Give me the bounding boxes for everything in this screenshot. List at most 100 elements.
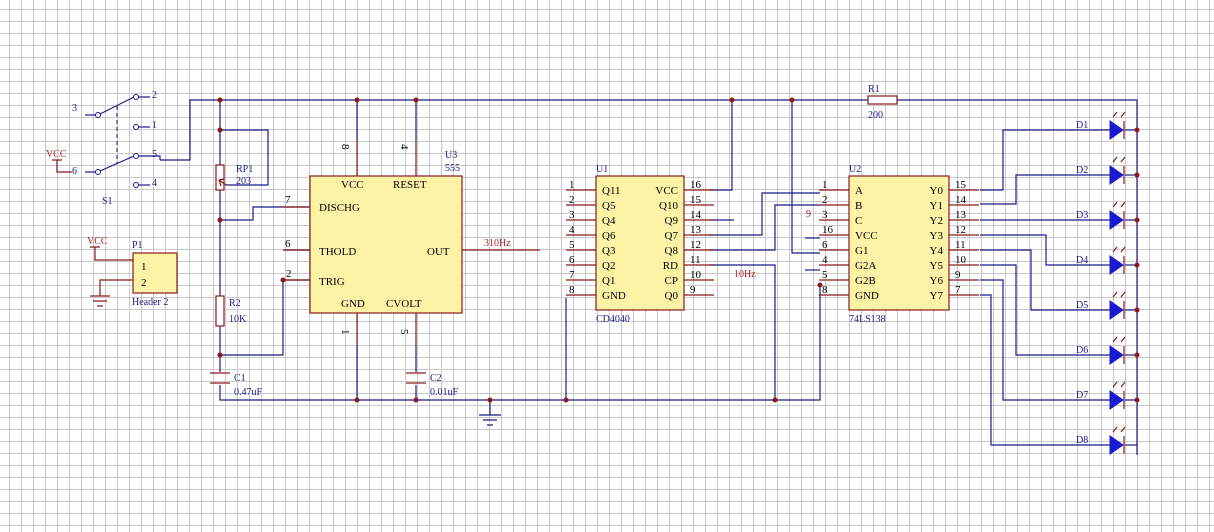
p1-pin-2: 2 xyxy=(141,277,147,289)
u1-pin-q9: Q9 xyxy=(665,215,679,227)
u2-left-pinno-1: 1 xyxy=(822,179,828,191)
u1-left-pinno-7: 7 xyxy=(569,269,575,281)
vcc-symbol-switch: VCC xyxy=(46,149,72,173)
u1-left-pinno-6: 6 xyxy=(569,254,575,266)
r1-ref: R1 xyxy=(868,84,880,95)
u2-pin-y1: Y1 xyxy=(930,200,943,212)
led-d2-body xyxy=(1109,165,1124,185)
led-d3-body xyxy=(1109,210,1124,230)
capacitor-c2: C2 0.01uF xyxy=(406,372,459,398)
u2-pin-c: C xyxy=(855,215,862,227)
u1-pin-q7: Q7 xyxy=(665,230,679,242)
u3-pin-gnd: GND xyxy=(341,298,365,310)
u2-value: 74LS138 xyxy=(849,314,886,325)
u2-pin-y0: Y0 xyxy=(930,185,944,197)
u1-pin-q3: Q3 xyxy=(602,245,616,257)
u1-pin-q4: Q4 xyxy=(602,215,616,227)
u2-left-pinno-16: 16 xyxy=(822,224,834,236)
junctions xyxy=(217,97,1140,403)
c2-value: 0.01uF xyxy=(430,387,459,398)
led-d7-ref: D7 xyxy=(1076,390,1088,401)
u2-right-pinno-12: 12 xyxy=(955,224,966,236)
u2-pin-a: A xyxy=(855,185,863,197)
u3-ref: U3 xyxy=(445,150,457,161)
u1-pin-cp: CP xyxy=(665,275,678,287)
net-label-10hz: 10Hz xyxy=(734,269,756,280)
u3-pinno-vcc: 8 xyxy=(339,144,351,150)
u3-pin-out: OUT xyxy=(427,246,450,258)
r2-ref: R2 xyxy=(229,298,241,309)
u1-pin-q6: Q6 xyxy=(602,230,616,242)
chip-u3-555: VCC RESET DISCHG THOLD TRIG OUT GND CVOL… xyxy=(283,140,540,345)
u3-pin-reset: RESET xyxy=(393,179,427,191)
u3-pin-trig: TRIG xyxy=(319,276,345,288)
u1-left-pinno-3: 3 xyxy=(569,209,575,221)
u3-pin-cvolt: CVOLT xyxy=(386,298,422,310)
u2-right-pinno-9: 9 xyxy=(955,269,961,281)
led-d4-ref: D4 xyxy=(1076,255,1088,266)
u1-value: CD4040 xyxy=(596,314,630,325)
vcc-label-2: VCC xyxy=(87,236,108,247)
u1-right-pinno-12: 12 xyxy=(690,239,701,251)
u3-pin-dischg: DISCHG xyxy=(319,202,360,214)
c1-value: 0.47uF xyxy=(234,387,263,398)
p1-name: Header 2 xyxy=(132,297,168,308)
wires xyxy=(160,99,1138,455)
switch-s1: 3 6 2 1 5 4 S1 xyxy=(72,90,161,207)
led-d6-body xyxy=(1109,345,1124,365)
s1-pin-3: 3 xyxy=(72,103,77,114)
u2-pin-g1: G1 xyxy=(855,245,868,257)
u2-left-pinno-5: 5 xyxy=(822,269,828,281)
u2-pin-y6: Y6 xyxy=(930,275,944,287)
p1-ref: P1 xyxy=(132,240,143,251)
u1-pin-q8: Q8 xyxy=(665,245,679,257)
s1-pin-2: 2 xyxy=(152,90,157,101)
u2-right-pinno-10: 10 xyxy=(955,254,967,266)
led-d5-body xyxy=(1109,300,1124,320)
u3-pin-vcc: VCC xyxy=(341,179,364,191)
u1-pin-q0: Q0 xyxy=(665,290,679,302)
u3-pinno-cvolt: 5 xyxy=(398,329,410,335)
r1-value: 200 xyxy=(868,110,883,121)
u1-pin-q10: Q10 xyxy=(659,200,678,212)
u2-pin-gnd: GND xyxy=(855,290,879,302)
u1-pin-q2: Q2 xyxy=(602,260,615,272)
rp1-ref: RP1 xyxy=(236,164,253,175)
led-d8-ref: D8 xyxy=(1076,435,1088,446)
u3-value: 555 xyxy=(445,163,460,174)
led-d5-ref: D5 xyxy=(1076,300,1088,311)
u2-pin-g2b: G2B xyxy=(855,275,876,287)
led-d7-body xyxy=(1109,390,1124,410)
u2-left-pinno-6: 6 xyxy=(822,239,828,251)
u1-right-pinno-11: 11 xyxy=(690,254,701,266)
u2-pin-g2a: G2A xyxy=(855,260,876,272)
u1-right-pinno-14: 14 xyxy=(690,209,702,221)
led-d1-body xyxy=(1109,120,1124,140)
u1-right-pinno-13: 13 xyxy=(690,224,702,236)
u3-pinno-trig: 2 xyxy=(286,268,292,280)
u3-pin-thold: THOLD xyxy=(319,246,356,258)
s1-pin-1: 1 xyxy=(152,120,157,131)
c2-ref: C2 xyxy=(430,373,442,384)
u1-pin-vcc: VCC xyxy=(655,185,678,197)
u2-pin-y2: Y2 xyxy=(930,215,943,227)
u1-right-pinno-15: 15 xyxy=(690,194,702,206)
u2-pin-y4: Y4 xyxy=(930,245,944,257)
u1-right-pinno-10: 10 xyxy=(690,269,702,281)
r2-value: 10K xyxy=(229,314,247,325)
u2-pin-y3: Y3 xyxy=(930,230,944,242)
u1-left-pinno-2: 2 xyxy=(569,194,575,206)
ground-symbol xyxy=(479,414,501,426)
u2-left-pinno-4: 4 xyxy=(822,254,828,266)
u1-left-pinno-1: 1 xyxy=(569,179,575,191)
net-label-310hz: 310Hz xyxy=(484,238,511,249)
u1-right-pinno-16: 16 xyxy=(690,179,702,191)
u1-pin-gnd: GND xyxy=(602,290,626,302)
u2-pin-y7: Y7 xyxy=(930,290,944,302)
s1-ref: S1 xyxy=(102,196,113,207)
s1-pin-5: 5 xyxy=(152,149,157,160)
